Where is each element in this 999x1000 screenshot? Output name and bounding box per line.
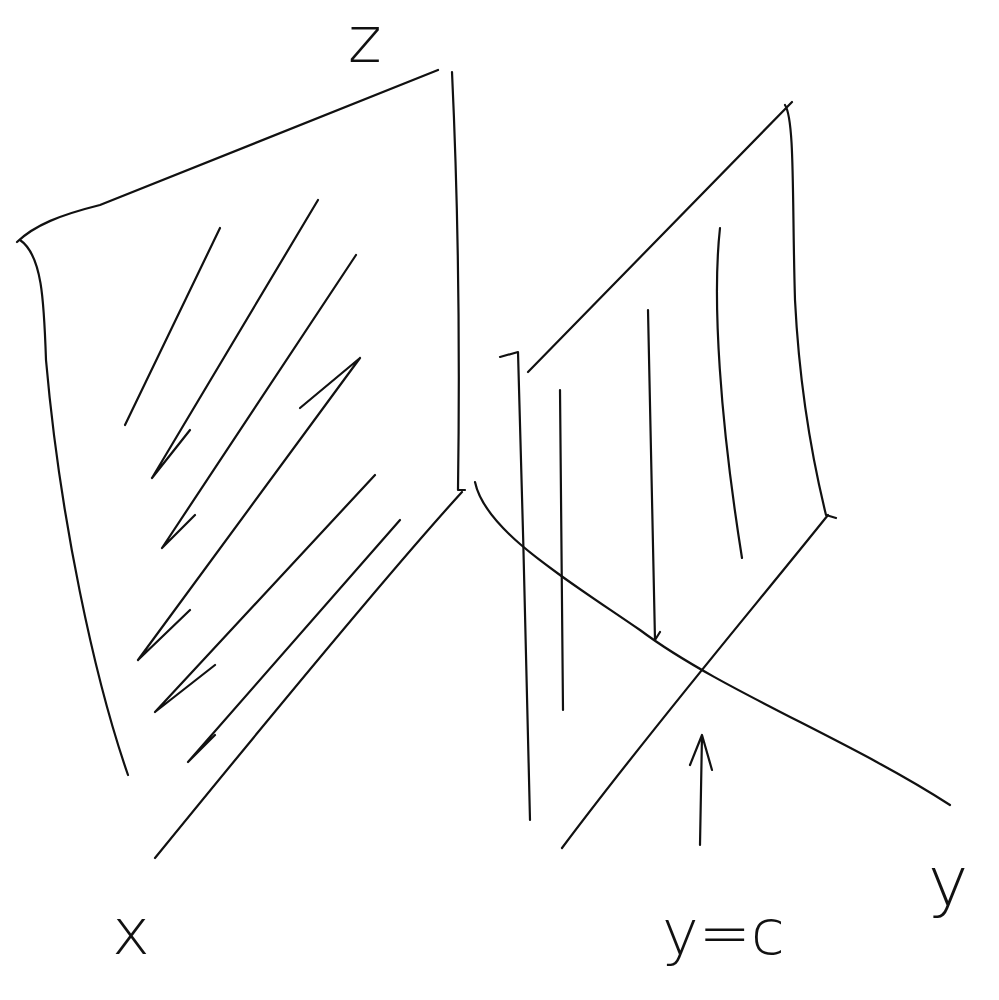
z-axis xyxy=(452,72,465,490)
plane-edge xyxy=(785,105,836,518)
hatch xyxy=(717,228,742,558)
plane-edge xyxy=(562,515,828,848)
axis-label: y=c xyxy=(662,902,785,964)
hatch xyxy=(560,390,563,710)
axis-label: z xyxy=(348,8,382,72)
hatch xyxy=(138,358,360,660)
hatch xyxy=(155,475,375,712)
y-axis xyxy=(475,482,950,805)
hatch xyxy=(188,520,400,762)
axis-label: y xyxy=(928,848,968,916)
plane-edge xyxy=(17,70,438,242)
hatch xyxy=(125,228,220,425)
plane-edge xyxy=(500,352,530,820)
pointer-arrow xyxy=(690,735,712,845)
axis-label: x xyxy=(112,900,150,964)
hatch xyxy=(648,310,660,640)
plane-edge xyxy=(20,240,128,775)
plane-edge xyxy=(528,102,792,372)
